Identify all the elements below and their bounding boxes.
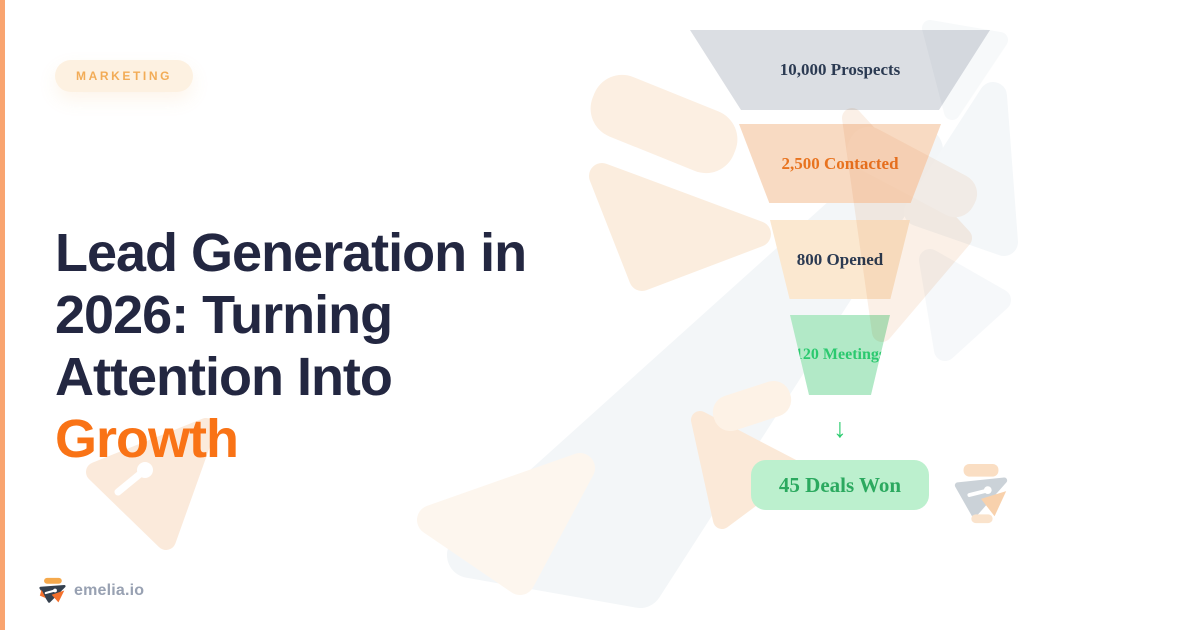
funnel-stage-label: 800 Opened <box>796 249 884 269</box>
funnel-stage-meetings: 120 Meetings <box>790 315 890 395</box>
title-line-2: 2026: Turning <box>55 285 393 345</box>
funnel-stage-prospects: 10,000 Prospects <box>690 30 990 110</box>
title-line-1: Lead Generation in <box>55 223 527 283</box>
funnel-stage-label: 10,000 Prospects <box>779 60 901 79</box>
category-badge: MARKETING <box>55 60 194 92</box>
funnel-stage-label: 120 Meetings <box>794 346 886 363</box>
paper-plane-stamp-icon <box>954 463 1008 524</box>
funnel-stage-label: 2,500 Contacted <box>781 153 899 173</box>
left-accent-bar <box>0 0 5 630</box>
emelia-logo-icon <box>39 577 66 603</box>
footer-brand: emelia.io <box>39 577 144 604</box>
title-highlight: Growth <box>55 409 239 469</box>
page-title: Lead Generation in 2026: Turning Attenti… <box>55 222 615 470</box>
funnel-result-label: 45 Deals Won <box>778 472 902 497</box>
funnel-stage-opened: 800 Opened <box>770 220 910 299</box>
funnel-result-deals-won: 45 Deals Won <box>751 460 929 510</box>
brand-name: emelia.io <box>74 581 145 599</box>
down-arrow-icon: ↓ <box>833 412 847 443</box>
funnel-stage-contacted: 2,500 Contacted <box>739 124 941 203</box>
title-line-3: Attention Into <box>55 347 393 407</box>
